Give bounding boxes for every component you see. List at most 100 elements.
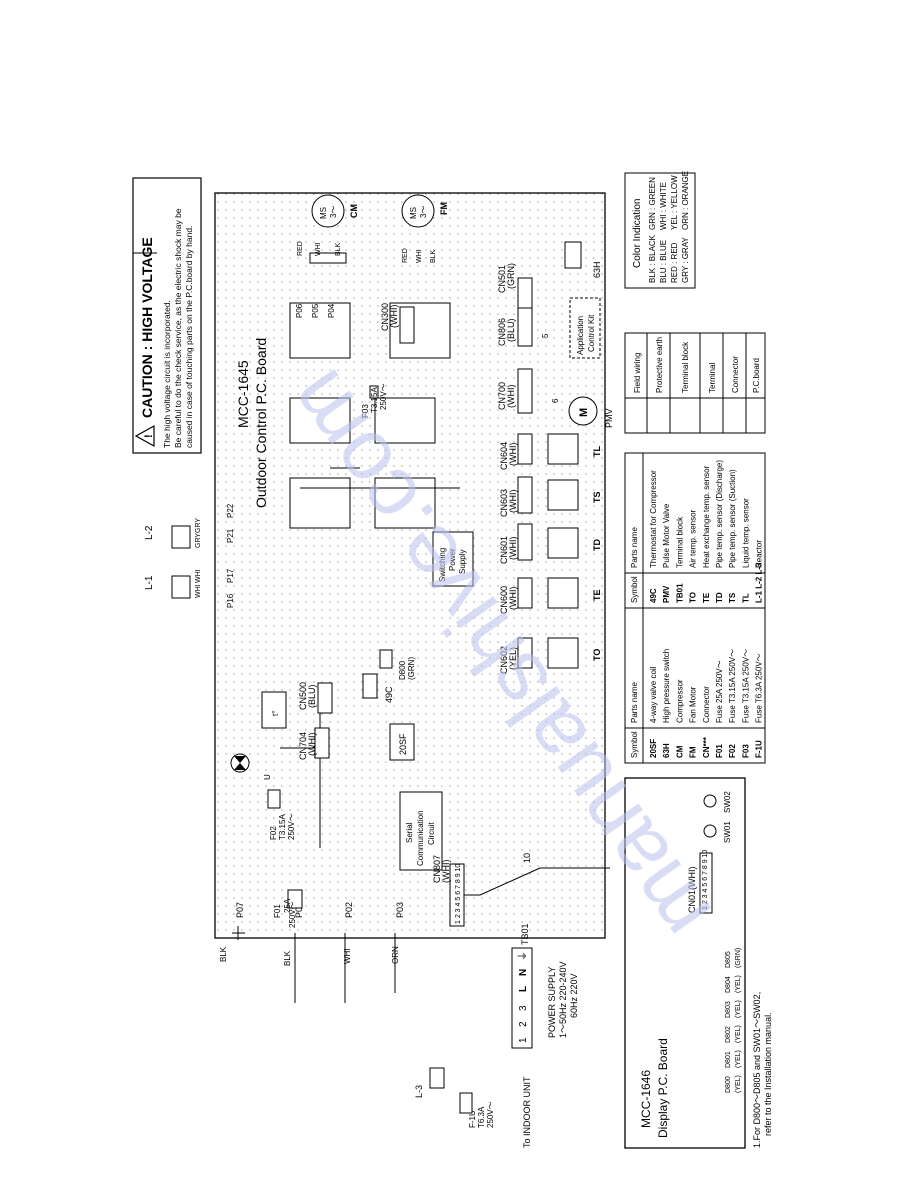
- parts-table-cell: Heat exchange temp. sensor: [702, 465, 711, 568]
- parts-table-cell: Pipe temp. sensor (Suction): [728, 469, 737, 568]
- label-p05: P05: [311, 303, 320, 318]
- cn600-name: CN600: [499, 586, 509, 614]
- outdoor-board-model: MCC-1645: [235, 360, 251, 428]
- color-orn: ORN : ORANGE: [681, 171, 690, 230]
- label-f03: F03: [361, 404, 370, 418]
- label-f1u-rating: T6.3A: [477, 1106, 486, 1128]
- parts-table-cell: 49C: [649, 588, 658, 603]
- sensor-td: TD: [592, 539, 602, 551]
- caution-box: ! CAUTION : HIGH VOLTAGE The high voltag…: [132, 177, 202, 454]
- cn704-name: CN704: [298, 732, 308, 760]
- wire-color-blk-2: BLK: [283, 950, 292, 966]
- parts-table: [624, 452, 766, 764]
- parts-table-cell: TD: [715, 592, 724, 603]
- caution-line-1: The high voltage circuit is incorporated…: [162, 300, 172, 448]
- parts-table-cell: 20SF: [649, 739, 658, 758]
- cn604-color: (WHI): [508, 443, 518, 467]
- terminal-l: L: [518, 986, 529, 992]
- parts-table-header: Parts name: [630, 527, 639, 568]
- parts-table-header: Symbol: [630, 576, 639, 603]
- color-gry: GRY : GRAY: [681, 237, 690, 283]
- parts-table-cell: FM: [689, 746, 698, 758]
- parts-table-cell: TB01: [675, 583, 684, 603]
- parts-table-cell: F01: [715, 744, 724, 758]
- label-63h: 63H: [592, 261, 602, 278]
- power-supply-title: POWER SUPPLY: [547, 967, 557, 1038]
- color-grn: GRN : GREEN: [648, 177, 657, 230]
- terminal-3: 3: [518, 1005, 529, 1011]
- label-p22: P22: [226, 503, 235, 518]
- cn700-color: (WHI): [506, 385, 516, 409]
- label-p04: P04: [327, 303, 336, 318]
- parts-table-cell: TO: [689, 592, 698, 603]
- app-kit-line-1: Application: [576, 316, 585, 355]
- sensor-to: TO: [592, 649, 602, 661]
- label-f02: F02: [269, 826, 278, 840]
- cn602-color: (YEL): [508, 647, 518, 670]
- wire-color-whi-cm: WHI: [315, 242, 322, 256]
- parts-table-cell: CN***: [702, 736, 711, 758]
- wire-color-whi-1: WHI: [343, 948, 352, 964]
- label-l2: L-2: [144, 525, 155, 540]
- parts-table-header: Symbol: [630, 731, 639, 758]
- cn600-color: (WHI): [508, 587, 518, 611]
- display-sw02: SW02: [723, 791, 732, 813]
- serial-circuit-line-1: Serial: [405, 822, 414, 843]
- cn700-name: CN700: [497, 382, 507, 410]
- cn807-color: (WHI): [441, 860, 451, 884]
- wire-color-blk-1: BLK: [219, 946, 228, 962]
- legend-field-wiring: Field wiring: [633, 353, 642, 393]
- sps-line-1: Switching: [438, 548, 447, 582]
- cn500-name: CN500: [298, 682, 308, 710]
- label-49c: 49C: [384, 686, 394, 703]
- parts-table-cell: High pressure switch: [662, 649, 671, 723]
- label-p16: P16: [226, 593, 235, 608]
- svg-text:t°: t°: [271, 711, 280, 716]
- power-supply-line-2: 60Hz 220V: [569, 973, 579, 1018]
- parts-table-cell: Thermostat for Compressor: [649, 470, 658, 568]
- label-f02-volt: 250V～: [287, 813, 296, 840]
- wire-color-red-cm: RED: [297, 241, 304, 256]
- tb01-label: TB01: [520, 923, 530, 945]
- sensor-ts: TS: [592, 491, 602, 503]
- wire-color-whi-l1a: WHI: [195, 584, 202, 598]
- parts-table-cell: Pulse Motor Valve: [662, 503, 671, 568]
- parts-table-cell: 4-way valve coil: [649, 666, 658, 723]
- label-p17: P17: [226, 568, 235, 583]
- symbol-legend: Field wiring Protective earth Terminal b…: [624, 332, 766, 434]
- label-p07: P07: [235, 902, 245, 918]
- sensor-connectors: CN602 (YEL) CN600 (WHI) CN601 (WHI) CN60…: [499, 433, 533, 674]
- outdoor-pc-board: [214, 192, 606, 939]
- parts-table-cell: F-1U: [755, 740, 764, 758]
- sps-line-3: Supply: [458, 550, 467, 574]
- rotated-diagram: MCC-1645 Outdoor Control P.C. Board ! CA…: [132, 171, 773, 1149]
- led-color-2: (YEL): [735, 1025, 742, 1043]
- legend-pc-board: P.C.board: [752, 358, 761, 393]
- wire-color-red-fm: RED: [402, 248, 409, 263]
- outdoor-board-name: Outdoor Control P.C. Board: [253, 338, 269, 508]
- pmv-motor-icon: [568, 396, 598, 426]
- led-color-5: (GRN): [735, 948, 742, 968]
- cn501-name: CN501: [497, 265, 507, 293]
- label-u-1: U: [263, 774, 272, 780]
- terminal-2: 2: [518, 1021, 529, 1027]
- serial-circuit-line-3: Circuit: [427, 822, 436, 845]
- cn807-name: CN807: [432, 855, 442, 883]
- fan-motor-icon: [401, 194, 435, 228]
- label-pmv: PMV: [604, 408, 614, 428]
- legend-protective-earth: Protective earth: [655, 337, 664, 393]
- led-d805: D805: [725, 951, 732, 968]
- label-f03-rating: T3.15A: [370, 387, 379, 413]
- sps-line-2: Power: [448, 548, 457, 571]
- compressor-icon: [311, 194, 345, 228]
- wire-color-blk-fm: BLK: [430, 249, 437, 263]
- parts-table-cell: TL: [741, 593, 750, 603]
- ribbon-count-10: 10: [522, 853, 532, 863]
- parts-table-cell: Terminal block: [675, 516, 684, 568]
- parts-table-cell: Pipe temp. sensor (Discharge): [715, 460, 724, 568]
- cn601-name: CN601: [499, 536, 509, 564]
- parts-table-cell: PMV: [662, 585, 671, 603]
- note-line-2: refer to the Installation manual.: [763, 1012, 773, 1136]
